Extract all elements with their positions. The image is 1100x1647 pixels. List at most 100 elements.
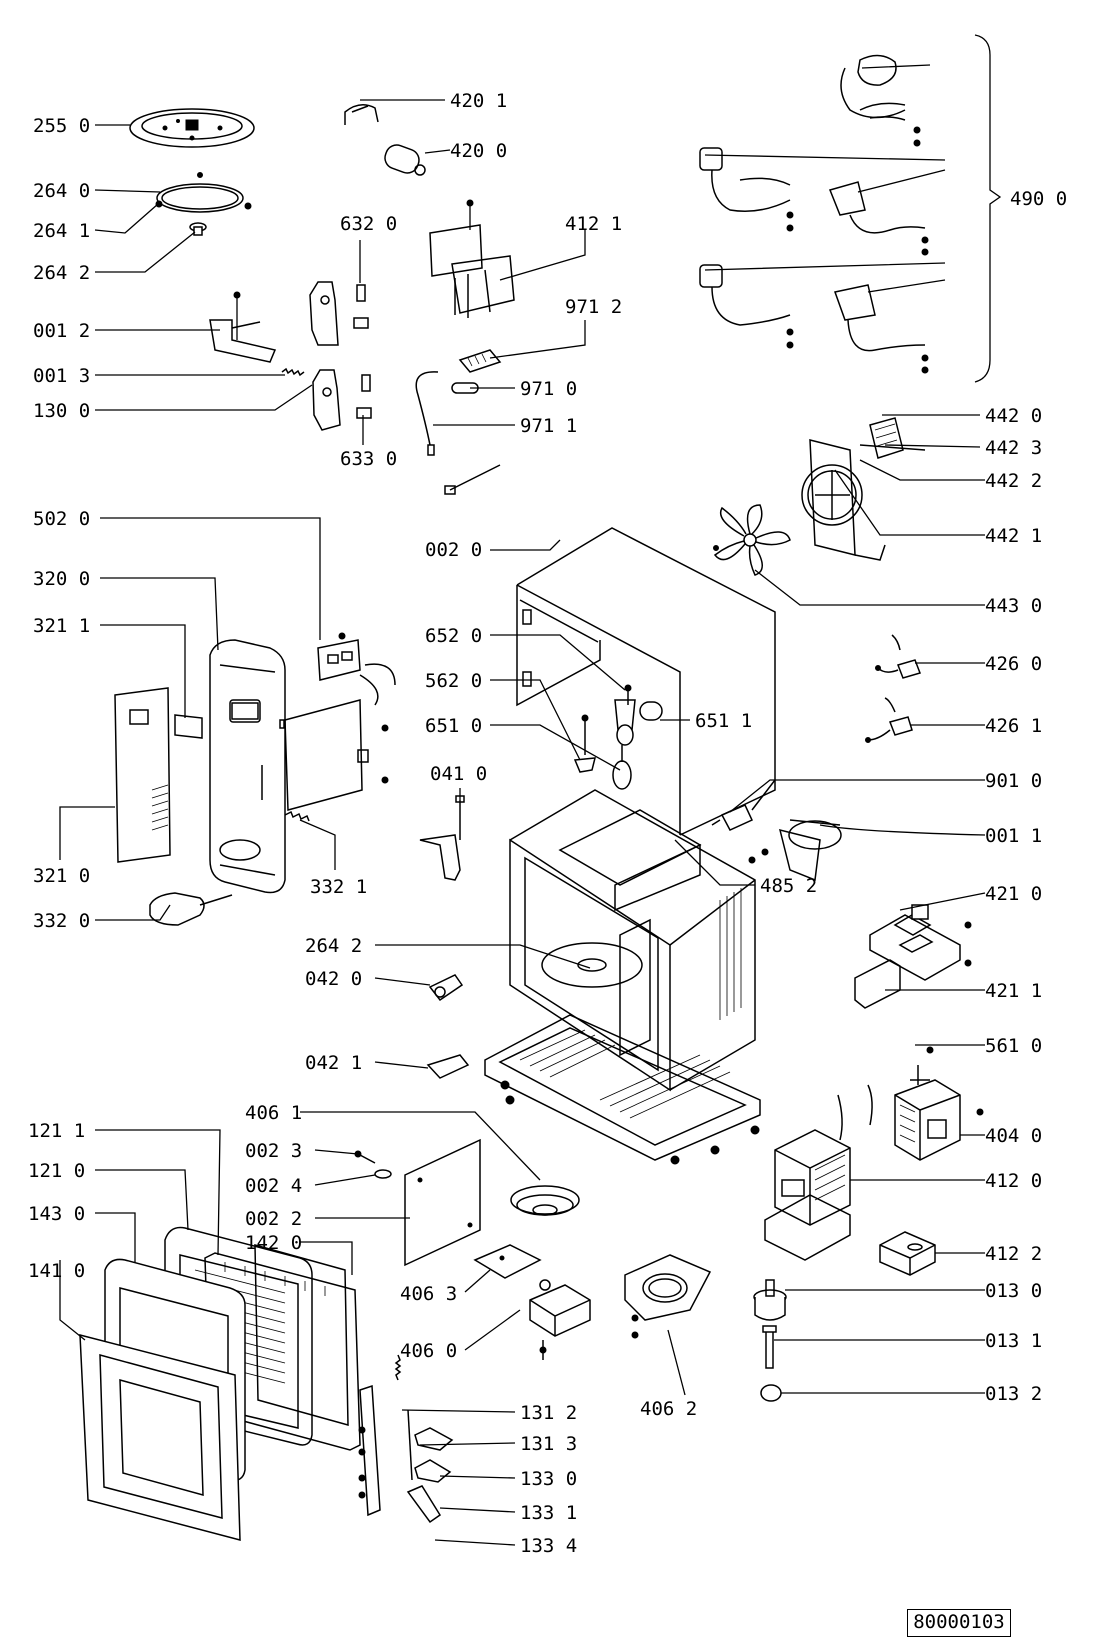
label-131-2: 131 2	[520, 1402, 577, 1424]
label-406-0: 406 0	[400, 1340, 457, 1362]
roller-ring-drawing	[155, 172, 252, 213]
screw-drawing	[354, 1150, 376, 1164]
label-002-4: 002 4	[245, 1175, 302, 1197]
label-133-1: 133 1	[520, 1502, 577, 1524]
label-332-1: 332 1	[310, 876, 367, 898]
latch-spring-drawing	[394, 1354, 413, 1481]
control-panel-drawing	[209, 639, 286, 894]
label-562-0: 562 0	[425, 670, 482, 692]
thermostat-lower-drawing	[865, 697, 913, 743]
fan-blade-drawing	[713, 504, 791, 576]
drive-shaft-drawing	[762, 1325, 777, 1369]
button-spring-drawing	[284, 810, 310, 822]
label-442-3: 442 3	[985, 437, 1042, 459]
label-412-0: 412 0	[985, 1170, 1042, 1192]
base-plate-drawing	[484, 1014, 761, 1165]
label-490-0: 490 0	[1010, 188, 1067, 210]
noise-filter-drawing	[711, 779, 776, 831]
label-001-1: 001 1	[985, 825, 1042, 847]
label-332-0: 332 0	[33, 910, 90, 932]
coupler-drawing	[189, 222, 207, 236]
label-652-0: 652 0	[425, 625, 482, 647]
lamp-socket-drawing	[573, 684, 663, 790]
capacitor-clamp-drawing	[344, 104, 379, 125]
latch-hook-middle-drawing	[414, 1459, 452, 1483]
label-042-0: 042 0	[305, 968, 362, 990]
transformer-drawing	[764, 1084, 873, 1261]
label-001-3: 001 3	[33, 365, 90, 387]
mica-plate-drawing	[404, 1138, 481, 1267]
transformer-block-drawing	[879, 1231, 936, 1276]
stirrer-ring-drawing	[510, 1185, 580, 1216]
label-485-2: 485 2	[760, 875, 817, 897]
label-130-0: 130 0	[33, 400, 90, 422]
label-412-2: 412 2	[985, 1243, 1042, 1265]
outer-door-drawing	[79, 1334, 241, 1541]
motor-gasket-drawing	[473, 1244, 542, 1279]
switch-bracket-drawing	[209, 319, 277, 363]
label-420-1: 420 1	[450, 90, 507, 112]
turntable-motor-drawing	[753, 1279, 787, 1321]
label-443-0: 443 0	[985, 595, 1042, 617]
magnetron-bracket-drawing	[748, 819, 842, 882]
turntable-plate-drawing	[129, 108, 255, 148]
capacitor-drawing	[384, 144, 426, 176]
label-561-0: 561 0	[985, 1035, 1042, 1057]
power-cord-set-drawing	[699, 34, 1002, 383]
label-121-1: 121 1	[28, 1120, 85, 1142]
roller-drawing	[760, 1384, 782, 1402]
label-255-0: 255 0	[33, 115, 90, 137]
door-button-drawing	[149, 892, 233, 926]
display-window-drawing	[174, 714, 203, 739]
label-971-2: 971 2	[565, 296, 622, 318]
label-442-0: 442 0	[985, 405, 1042, 427]
label-133-0: 133 0	[520, 1468, 577, 1490]
label-502-0: 502 0	[33, 508, 90, 530]
bracket-041-drawing	[419, 795, 465, 881]
label-651-1: 651 1	[695, 710, 752, 732]
label-426-0: 426 0	[985, 653, 1042, 675]
latch-hook-upper-drawing	[414, 1427, 454, 1451]
clip-drawing	[374, 1169, 392, 1179]
label-002-2: 002 2	[245, 1208, 302, 1230]
label-651-0: 651 0	[425, 715, 482, 737]
label-426-1: 426 1	[985, 715, 1042, 737]
label-131-3: 131 3	[520, 1433, 577, 1455]
label-901-0: 901 0	[985, 770, 1042, 792]
latch-lever-drawing	[406, 1485, 442, 1524]
interlock-switch-lower-drawing	[312, 369, 372, 431]
spring-drawing	[281, 367, 305, 377]
label-632-0: 632 0	[340, 213, 397, 235]
label-971-1: 971 1	[520, 415, 577, 437]
label-264-2-top: 264 2	[33, 262, 90, 284]
latch-bar-drawing	[358, 1384, 381, 1517]
fuse-holder-drawing	[415, 349, 502, 495]
label-133-4: 133 4	[520, 1535, 577, 1557]
label-412-1: 412 1	[565, 213, 622, 235]
label-002-3: 002 3	[245, 1140, 302, 1162]
label-406-3: 406 3	[400, 1283, 457, 1305]
label-404-0: 404 0	[985, 1125, 1042, 1147]
label-442-2: 442 2	[985, 470, 1042, 492]
label-264-2-cavity: 264 2	[305, 935, 362, 957]
stirrer-motor-drawing	[529, 1279, 591, 1360]
stirrer-cover-drawing	[624, 1254, 712, 1339]
hinge-upper-drawing	[428, 974, 464, 1002]
label-042-1: 042 1	[305, 1052, 362, 1074]
leader-lines	[59, 64, 986, 1546]
label-013-1: 013 1	[985, 1330, 1042, 1352]
label-406-1: 406 1	[245, 1102, 302, 1124]
label-141-0: 141 0	[28, 1260, 85, 1282]
label-420-0: 420 0	[450, 140, 507, 162]
label-406-2: 406 2	[640, 1398, 697, 1420]
label-142-0: 142 0	[245, 1232, 302, 1254]
label-001-2: 001 2	[33, 320, 90, 342]
label-971-0: 971 0	[520, 378, 577, 400]
label-321-1: 321 1	[33, 615, 90, 637]
label-321-0: 321 0	[33, 865, 90, 887]
label-002-0: 002 0	[425, 539, 482, 561]
panel-overlay-drawing	[114, 687, 171, 863]
label-421-0: 421 0	[985, 883, 1042, 905]
